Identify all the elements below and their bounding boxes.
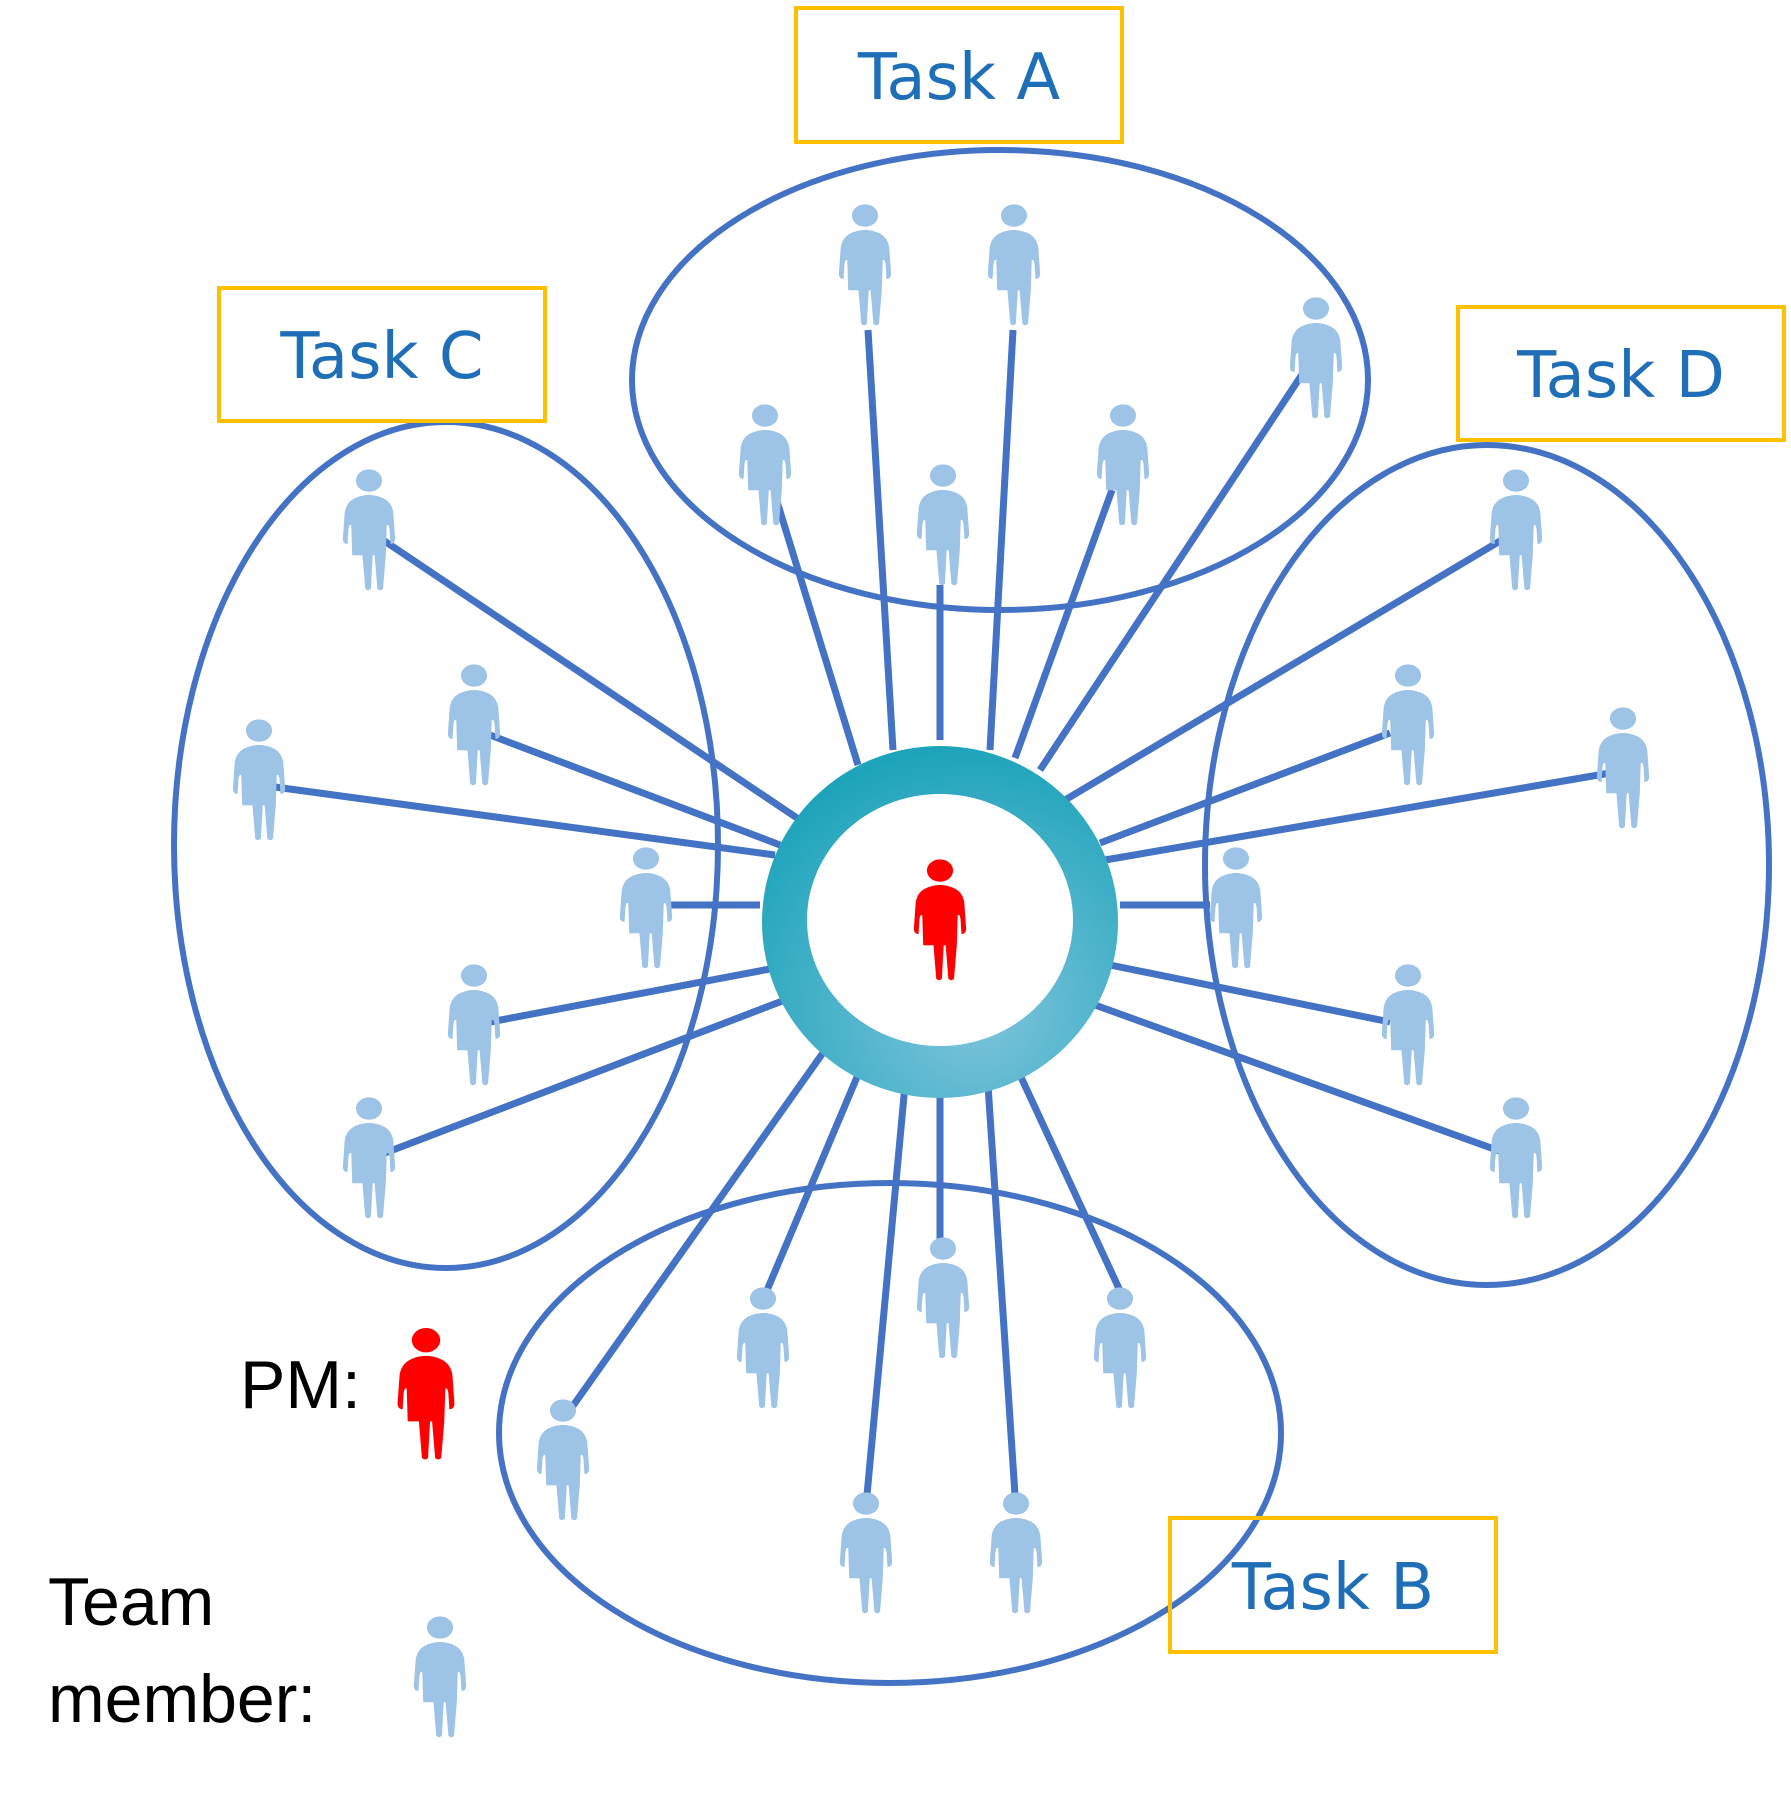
connector-line: [771, 493, 862, 767]
connector-line: [1016, 1073, 1126, 1297]
task-d-label: Task D: [1516, 339, 1725, 413]
connector-line: [863, 1084, 909, 1496]
task-c-group: [171, 419, 721, 1271]
team-member-icon: [989, 1492, 1043, 1614]
connector-line: [1098, 729, 1392, 847]
task-c-label-box: Task C: [217, 286, 547, 423]
legend-member-icon: [413, 1616, 467, 1738]
team-member-icon: [1381, 664, 1435, 786]
legend-member-label-line1: Team: [48, 1564, 214, 1640]
legend-pm-icon: [397, 1328, 455, 1460]
connector-line: [378, 535, 802, 823]
task-b-group: [496, 1180, 1284, 1686]
team-member-icon: [1093, 1287, 1147, 1409]
connector-line: [488, 731, 782, 849]
connector-line: [274, 783, 776, 859]
team-member-icon: [1381, 964, 1435, 1086]
team-member-icon: [1596, 707, 1650, 829]
connector-line: [1093, 1001, 1507, 1157]
team-member-icon: [447, 664, 501, 786]
team-member-icon: [619, 847, 673, 969]
connector-lines: [274, 329, 1611, 1496]
team-member-icon: [738, 404, 792, 526]
team-member-icon: [1489, 1097, 1543, 1219]
team-member-icon: [736, 1287, 790, 1409]
legend: PM: Team member:: [48, 1328, 467, 1738]
team-member-icon: [1209, 847, 1263, 969]
team-member-icon: [232, 719, 286, 841]
legend-pm-label: PM:: [240, 1347, 361, 1423]
connector-line: [1011, 488, 1116, 760]
task-a-label: Task A: [857, 41, 1060, 115]
task-d-group: [1202, 442, 1772, 1288]
team-member-icon: [916, 1237, 970, 1359]
team-member-icon: [916, 464, 970, 586]
connector-line: [1037, 368, 1308, 772]
connector-line: [1104, 769, 1611, 864]
connector-line: [986, 329, 1017, 751]
connector-line: [864, 329, 897, 751]
team-member-icon: [1489, 469, 1543, 591]
team-member-icon: [342, 1097, 396, 1219]
task-b-label-box: Task B: [1168, 1516, 1498, 1654]
connector-line: [1109, 961, 1391, 1026]
team-member-icon: [536, 1399, 590, 1521]
task-b-label: Task B: [1231, 1551, 1434, 1625]
connector-line: [489, 964, 776, 1026]
team-member-icon: [838, 204, 892, 326]
connector-line: [761, 1068, 864, 1297]
team-member-icon: [987, 204, 1041, 326]
team-member-icon: [839, 1492, 893, 1614]
connector-line: [1063, 534, 1507, 804]
central-hub: [762, 746, 1118, 1098]
legend-member-label-line2: member:: [48, 1661, 316, 1737]
connector-line: [567, 1047, 828, 1413]
team-member-icon: [342, 469, 396, 591]
connector-line: [984, 1084, 1019, 1496]
task-c-label: Task C: [279, 320, 483, 394]
task-a-label-box: Task A: [794, 6, 1124, 144]
task-d-label-box: Task D: [1456, 305, 1786, 442]
team-member-icon: [1289, 297, 1343, 419]
connector-line: [383, 996, 787, 1157]
